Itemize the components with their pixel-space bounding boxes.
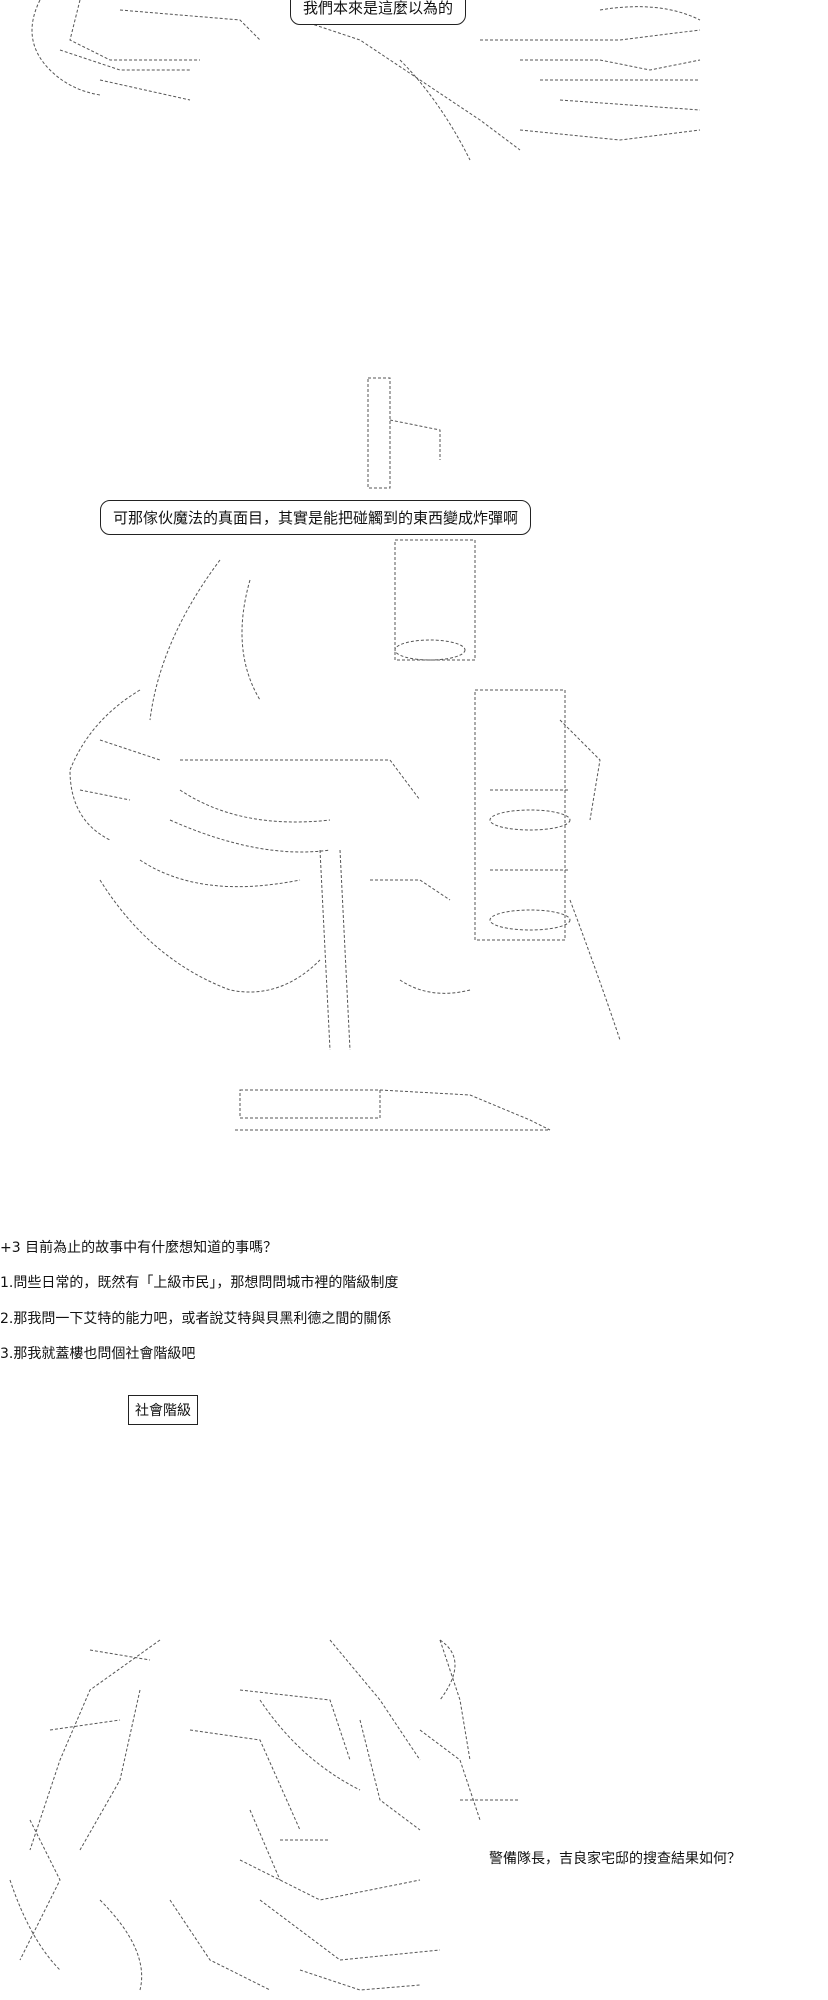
- speech-bubble-1-text: 我們本來是這麼以為的: [303, 0, 454, 17]
- selected-choice-label: 社會階級: [135, 1403, 191, 1419]
- selected-choice-box: 社會階級: [128, 1395, 198, 1425]
- choice-option-2: 2.那我問一下艾特的能力吧，或者說艾特與貝黑利德之間的關係: [0, 1311, 392, 1327]
- choices-heading: +3 目前為止的故事中有什麼想知道的事嗎？: [0, 1240, 278, 1256]
- choice-option-1: 1.問些日常的，既然有「上級市民」，那想問問城市裡的階級制度: [0, 1275, 399, 1291]
- ascii-art-scene-1-drawing: [31, 0, 701, 161]
- speech-bubble-1: 我們本來是這麼以為的: [290, 0, 467, 25]
- speech-text-3: 警備隊長，吉良家宅邸的搜查結果如何？: [489, 1851, 741, 1867]
- speech-bubble-2-text: 可那傢伙魔法的真面目，其實是能把碰觸到的東西變成炸彈啊: [113, 509, 519, 527]
- ascii-art-scene-2-drawing: [69, 377, 621, 1131]
- choice-option-3: 3.那我就蓋樓也問個社會階級吧: [0, 1346, 196, 1362]
- speech-bubble-2: 可那傢伙魔法的真面目，其實是能把碰觸到的東西變成炸彈啊: [100, 500, 532, 535]
